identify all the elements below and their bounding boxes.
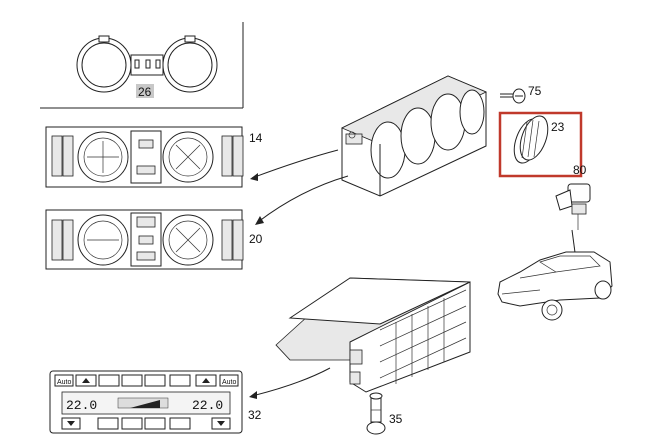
sensor-icon: 80 (555, 163, 591, 230)
eco-button[interactable] (169, 417, 191, 430)
auto-button-left[interactable]: Auto (57, 379, 72, 386)
part-23-knob: 23 (498, 111, 583, 178)
callout-14: 14 (249, 131, 263, 145)
rest-button[interactable] (121, 417, 143, 430)
screw-icon: 75 (500, 84, 542, 104)
part-14-panel: 14 (45, 126, 263, 188)
module-arrow-head (249, 391, 257, 399)
callout-23: 23 (551, 120, 565, 134)
part-35-bulb: 35 (366, 392, 403, 435)
recirc-button[interactable] (144, 374, 166, 387)
car-icon-button[interactable] (121, 374, 143, 387)
callout-32: 32 (248, 408, 262, 422)
module-arrow (251, 367, 331, 397)
highlight-box (498, 111, 583, 178)
part-26-panel: 26 (40, 22, 244, 109)
callout-26-bg (136, 84, 154, 98)
callout-20: 20 (249, 232, 263, 246)
vent-icon[interactable] (97, 417, 119, 430)
fan-button[interactable] (98, 374, 120, 387)
callout-75: 75 (528, 84, 542, 98)
callout-35: 35 (389, 412, 403, 426)
defrost-button[interactable] (169, 374, 191, 387)
control-module (275, 277, 471, 393)
temp-display-right: 22.0 (192, 398, 223, 413)
callout-80: 80 (573, 163, 587, 177)
part-32-panel: Auto Auto 22.0 22.0 32 (49, 370, 262, 434)
part-20-panel: 20 (45, 209, 263, 270)
car-silhouette (497, 251, 613, 321)
ac-button[interactable] (144, 417, 166, 430)
callout-26: 26 (138, 85, 152, 99)
connector-arrows (250, 149, 349, 225)
housing-unit (341, 75, 487, 197)
auto-button-right[interactable]: Auto (222, 379, 237, 386)
temp-display-left: 22.0 (66, 398, 97, 413)
